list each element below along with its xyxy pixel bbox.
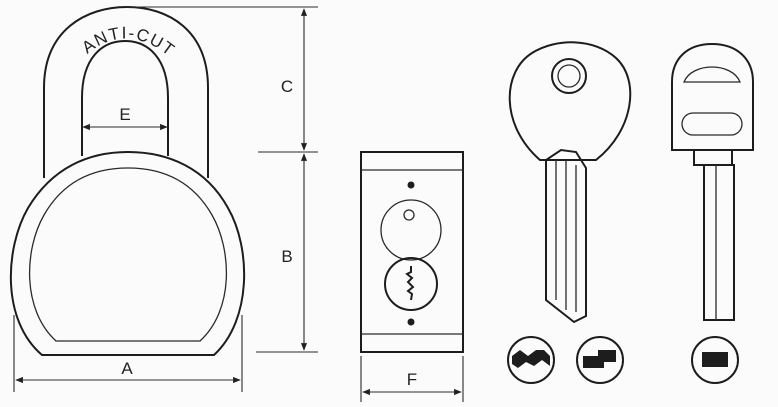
- label-a: A: [121, 359, 133, 378]
- side-body: [360, 151, 464, 353]
- bottom-rivet: [407, 318, 415, 326]
- keyhole-plate: [384, 257, 438, 311]
- bar-key-grip-bottom: [681, 112, 743, 136]
- wave-key-profile: [507, 336, 555, 384]
- bar-key-collar: [693, 149, 733, 166]
- dimple-key-blade: [545, 148, 587, 324]
- dimple-key-head: [508, 41, 632, 161]
- label-e: E: [119, 105, 130, 124]
- dimension-a: A: [13, 315, 243, 392]
- padlock-side-view: [360, 151, 464, 353]
- label-f: F: [407, 370, 417, 389]
- top-rivet: [407, 181, 415, 189]
- keyhole-icon: [405, 266, 415, 301]
- key-ring-hole: [551, 58, 587, 94]
- padlock-front-view: ANTI-CUT: [9, 5, 246, 356]
- bar-key-profile: [691, 336, 739, 384]
- shackle-text: ANTI-CUT: [78, 23, 179, 60]
- dimple-key: [508, 41, 632, 324]
- bar-key-head: [671, 42, 754, 151]
- cylinder-pin: [403, 209, 415, 221]
- label-b: B: [281, 247, 292, 266]
- bar-key-shaft: [703, 164, 735, 321]
- dimension-b: B: [256, 153, 318, 353]
- bar-key: [671, 42, 754, 321]
- dimension-e: E: [82, 105, 168, 131]
- cylinder-housing: [380, 199, 442, 261]
- label-c: C: [281, 77, 293, 96]
- bar-key-grip-top: [683, 66, 741, 83]
- dimension-f: F: [360, 356, 464, 402]
- lock-body-outer: [9, 150, 246, 356]
- step-key-profile: [576, 336, 624, 384]
- shackle-inner: [81, 39, 169, 156]
- lock-body-inner: [28, 167, 228, 342]
- dimension-c: C: [125, 6, 318, 153]
